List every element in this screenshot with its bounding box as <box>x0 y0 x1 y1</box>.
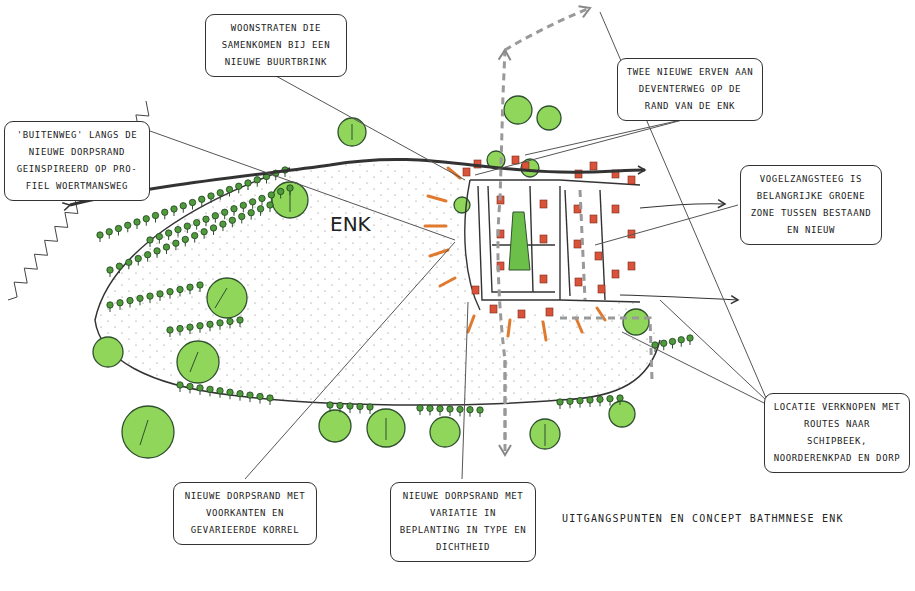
callout-box: NIEUWE DORPSRAND MET VOORKANTEN EN GEVAR… <box>173 482 317 545</box>
callout-text: LOCATIE VERKNOPEN MET ROUTES NAAR SCHIPB… <box>771 399 903 467</box>
area-label: ENK <box>330 212 371 236</box>
callout-box: WOONSTRATEN DIE SAMENKOMEN BIJ EEN NIEUW… <box>205 14 347 77</box>
callout-text: NIEUWE DORPSRAND MET VOORKANTEN EN GEVAR… <box>180 488 310 539</box>
callout-box: 'BUITENWEG' LANGS DE NIEUWE DORPSRAND GE… <box>4 121 150 201</box>
callout-box: LOCATIE VERKNOPEN MET ROUTES NAAR SCHIPB… <box>764 393 910 473</box>
callout-text: 'BUITENWEG' LANGS DE NIEUWE DORPSRAND GE… <box>11 127 143 195</box>
callout-box: NIEUWE DORPSRAND MET VARIATIE IN BEPLANT… <box>390 482 536 562</box>
callout-text: NIEUWE DORPSRAND MET VARIATIE IN BEPLANT… <box>397 488 529 556</box>
callout-box: VOGELZANGSTEEG IS BELANGRIJKE GROENE ZON… <box>740 165 882 245</box>
callout-text: WOONSTRATEN DIE SAMENKOMEN BIJ EEN NIEUW… <box>212 20 340 71</box>
callout-text: VOGELZANGSTEEG IS BELANGRIJKE GROENE ZON… <box>747 171 875 239</box>
callout-text: TWEE NIEUWE ERVEN AAN DEVENTERWEG OP DE … <box>624 64 756 115</box>
sketch-title: UITGANGSPUNTEN EN CONCEPT BATHMNESE ENK <box>562 513 844 524</box>
callout-box: TWEE NIEUWE ERVEN AAN DEVENTERWEG OP DE … <box>617 58 763 121</box>
